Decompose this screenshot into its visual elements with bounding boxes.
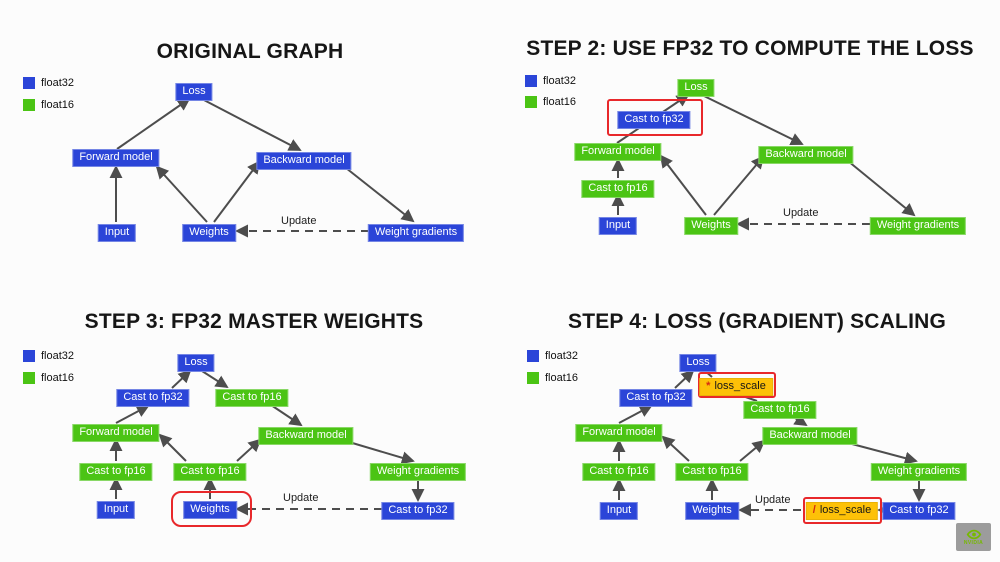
node-cast-to-fp16: Cast to fp16 bbox=[582, 463, 656, 481]
loss-scale-label: loss_scale bbox=[714, 380, 766, 392]
nvidia-wordmark: NVIDIA bbox=[963, 539, 984, 546]
update-label: Update bbox=[281, 215, 317, 227]
node-cast-to-fp16: Cast to fp16 bbox=[173, 463, 247, 481]
highlight-mul-loss-scale bbox=[698, 372, 776, 398]
legend-label-float16: float16 bbox=[543, 96, 577, 108]
node-forward-model: Forward model bbox=[575, 424, 663, 442]
panel-step3-arrows bbox=[109, 369, 425, 516]
float16-swatch bbox=[23, 372, 35, 384]
legend-label-float32: float32 bbox=[41, 77, 75, 89]
node-weight-gradients: Weight gradients bbox=[869, 217, 967, 235]
node-backward-model: Backward model bbox=[758, 146, 854, 164]
node-forward-model: Forward model bbox=[574, 143, 662, 161]
node-weights: Weights bbox=[685, 502, 739, 520]
node-cast-to-fp32: Cast to fp32 bbox=[381, 502, 455, 520]
node-weights: Weights bbox=[684, 217, 738, 235]
node-input: Input bbox=[598, 217, 638, 235]
legend-item-float32: float32 bbox=[525, 75, 576, 87]
legend-item-float16: float16 bbox=[525, 96, 576, 108]
node-forward-model: Forward model bbox=[72, 424, 160, 442]
divide-symbol: / bbox=[812, 504, 816, 516]
node-loss: Loss bbox=[177, 354, 215, 372]
node-backward-model: Backward model bbox=[256, 152, 352, 170]
node-loss: Loss bbox=[679, 354, 717, 372]
float16-swatch bbox=[525, 96, 537, 108]
node-cast-to-fp16: Cast to fp16 bbox=[675, 463, 749, 481]
node-mul-loss-scale: *loss_scale bbox=[699, 378, 773, 396]
nvidia-eye-icon bbox=[966, 529, 981, 539]
node-weight-gradients: Weight gradients bbox=[369, 463, 467, 481]
update-label: Update bbox=[283, 492, 319, 504]
node-cast-to-fp16: Cast to fp16 bbox=[581, 180, 655, 198]
node-div-loss-scale: /loss_scale bbox=[805, 502, 879, 520]
legend-label-float16: float16 bbox=[41, 99, 75, 111]
node-cast-to-fp32: Cast to fp32 bbox=[116, 389, 190, 407]
legend-item-float32: float32 bbox=[23, 350, 74, 362]
node-loss: Loss bbox=[677, 79, 715, 97]
node-loss: Loss bbox=[175, 83, 213, 101]
float32-swatch bbox=[527, 350, 539, 362]
node-cast-to-fp32: Cast to fp32 bbox=[617, 111, 691, 129]
float16-swatch bbox=[23, 99, 35, 111]
legend-label-float32: float32 bbox=[545, 350, 579, 362]
panel-original-arrows bbox=[109, 97, 415, 238]
legend-label-float32: float32 bbox=[543, 75, 577, 87]
panel-title-original: ORIGINAL GRAPH bbox=[156, 40, 344, 63]
loss-scale-label: loss_scale bbox=[819, 504, 872, 516]
float32-swatch bbox=[525, 75, 537, 87]
legend-label-float32: float32 bbox=[41, 350, 75, 362]
update-label: Update bbox=[783, 207, 819, 219]
legend-item-float32: float32 bbox=[23, 77, 74, 89]
highlight-cast-to-fp32 bbox=[607, 99, 703, 136]
legend-label-float16: float16 bbox=[41, 372, 75, 384]
highlight-weights bbox=[171, 491, 252, 527]
float32-swatch bbox=[23, 350, 35, 362]
legend-item-float16: float16 bbox=[527, 372, 578, 384]
node-weight-gradients: Weight gradients bbox=[367, 224, 465, 242]
float32-swatch bbox=[23, 77, 35, 89]
node-cast-to-fp16: Cast to fp16 bbox=[743, 401, 817, 419]
legend-label-float16: float16 bbox=[545, 372, 579, 384]
legend-item-float16: float16 bbox=[23, 99, 74, 111]
nvidia-logo: NVIDIA bbox=[956, 523, 991, 551]
node-cast-to-fp16: Cast to fp16 bbox=[79, 463, 153, 481]
float16-swatch bbox=[527, 372, 539, 384]
node-input: Input bbox=[97, 224, 137, 242]
node-cast-to-fp32: Cast to fp32 bbox=[619, 389, 693, 407]
node-input: Input bbox=[599, 502, 639, 520]
node-backward-model: Backward model bbox=[258, 427, 354, 445]
panel-title-step3: STEP 3: FP32 MASTER WEIGHTS bbox=[84, 310, 424, 333]
multiply-symbol: * bbox=[706, 380, 711, 392]
node-weight-gradients: Weight gradients bbox=[870, 463, 968, 481]
node-forward-model: Forward model bbox=[72, 149, 160, 167]
node-cast-to-fp16: Cast to fp16 bbox=[215, 389, 289, 407]
legend-item-float32: float32 bbox=[527, 350, 578, 362]
node-weights: Weights bbox=[183, 501, 237, 519]
legend-item-float16: float16 bbox=[23, 372, 74, 384]
node-weights: Weights bbox=[182, 224, 236, 242]
node-cast-to-fp32: Cast to fp32 bbox=[882, 502, 956, 520]
panel-title-step4: STEP 4: LOSS (GRADIENT) SCALING bbox=[567, 310, 947, 333]
node-input: Input bbox=[96, 501, 136, 519]
panel-title-step2: STEP 2: USE FP32 TO COMPUTE THE LOSS bbox=[526, 37, 974, 60]
node-backward-model: Backward model bbox=[762, 427, 858, 445]
update-label: Update bbox=[755, 494, 791, 506]
